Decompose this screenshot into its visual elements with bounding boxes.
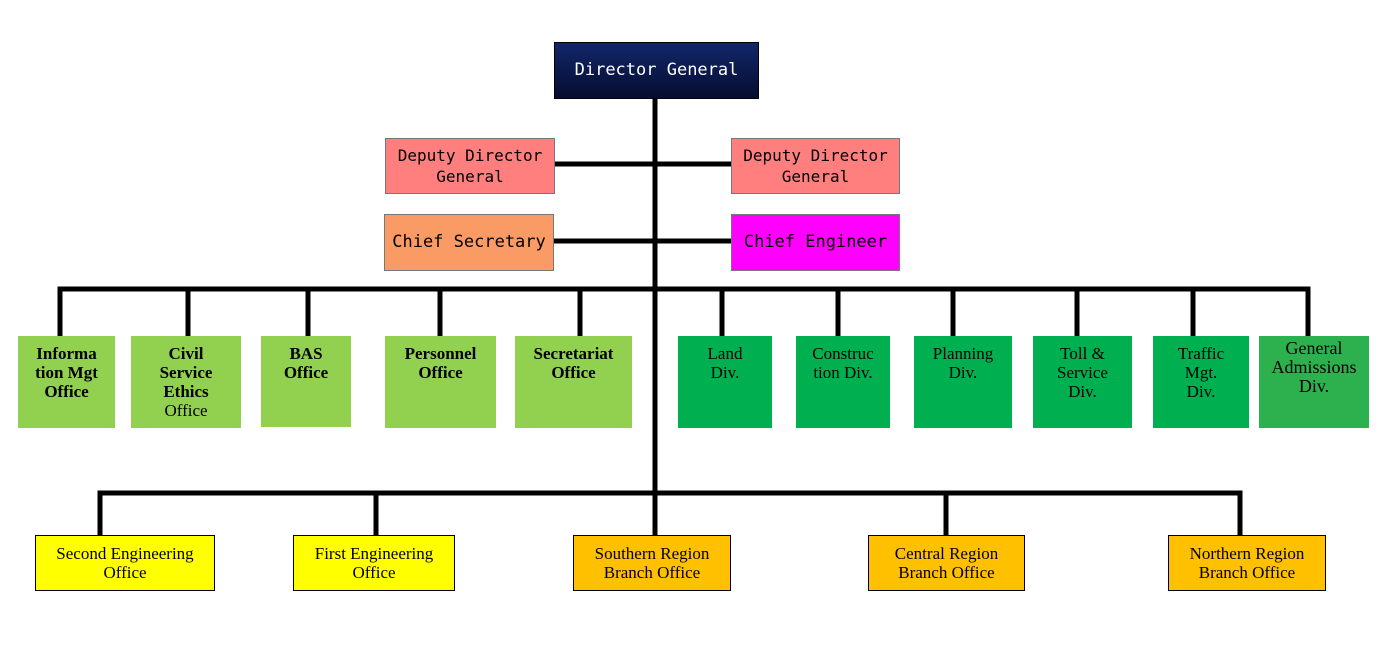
office-line: Civil <box>168 344 204 363</box>
secretariat-office-box: Secretariat Office <box>515 336 632 428</box>
director-general-label: Director General <box>574 60 739 80</box>
branch-line: First Engineering <box>314 544 434 563</box>
office-line: Office <box>418 363 463 382</box>
branch-line: Branch Office <box>1198 563 1296 582</box>
bas-office-box: BAS Office <box>261 336 351 427</box>
land-division-box: Land Div. <box>678 336 772 428</box>
branch-line: Northern Region <box>1189 544 1305 563</box>
division-line: General <box>1285 338 1343 358</box>
office-line: BAS <box>289 344 323 363</box>
traffic-mgt-division-box: Traffic Mgt. Div. <box>1153 336 1249 428</box>
deputy-director-general-right-box: Deputy Director General <box>731 138 900 194</box>
southern-region-branch-office-box: Southern Region Branch Office <box>573 535 731 591</box>
division-line: Mgt. <box>1184 363 1218 382</box>
division-line: tion Div. <box>813 363 873 382</box>
deputy-left-line1: Deputy Director <box>397 146 543 165</box>
office-line: Ethics <box>163 382 209 401</box>
chief-engineer-box: Chief Engineer <box>731 214 900 271</box>
office-line: Secretariat <box>533 344 614 363</box>
division-line: Div. <box>1298 376 1330 396</box>
division-line: Div. <box>948 363 978 382</box>
toll-service-division-box: Toll & Service Div. <box>1033 336 1132 428</box>
deputy-right-line2: General <box>781 167 850 186</box>
office-line: tion Mgt <box>35 363 98 382</box>
branch-line: Second Engineering <box>56 544 194 563</box>
office-line: Service <box>159 363 213 382</box>
office-line: Office <box>164 401 208 420</box>
division-line: Admissions <box>1271 357 1357 377</box>
general-admissions-division-box: General Admissions Div. <box>1259 336 1369 428</box>
central-region-branch-office-box: Central Region Branch Office <box>868 535 1025 591</box>
chief-secretary-label: Chief Secretary <box>392 232 546 252</box>
information-mgt-office-box: Informa tion Mgt Office <box>18 336 115 428</box>
division-line: Toll & <box>1060 344 1105 363</box>
first-engineering-office-box: First Engineering Office <box>293 535 455 591</box>
division-line: Service <box>1057 363 1108 382</box>
branch-line: Southern Region <box>594 544 710 563</box>
division-line: Land <box>707 344 743 363</box>
division-line: Planning <box>932 344 994 363</box>
chief-engineer-label: Chief Engineer <box>743 232 888 252</box>
division-line: Construc <box>812 344 874 363</box>
branch-line: Branch Office <box>603 563 701 582</box>
office-line: Office <box>551 363 596 382</box>
branch-line: Office <box>103 563 147 582</box>
division-line: Div. <box>1186 382 1216 401</box>
office-line: Informa <box>36 344 97 363</box>
planning-division-box: Planning Div. <box>914 336 1012 428</box>
deputy-left-line2: General <box>436 167 504 186</box>
division-line: Div. <box>710 363 740 382</box>
branch-line: Branch Office <box>898 563 995 582</box>
branch-line: Central Region <box>894 544 999 563</box>
division-line: Div. <box>1068 382 1097 401</box>
second-engineering-office-box: Second Engineering Office <box>35 535 215 591</box>
division-line: Traffic <box>1177 344 1225 363</box>
office-line: Office <box>283 363 329 382</box>
chief-secretary-box: Chief Secretary <box>384 214 554 271</box>
northern-region-branch-office-box: Northern Region Branch Office <box>1168 535 1326 591</box>
deputy-director-general-left-box: Deputy Director General <box>385 138 555 194</box>
office-line: Personnel <box>404 344 477 363</box>
personnel-office-box: Personnel Office <box>385 336 496 428</box>
deputy-right-line1: Deputy Director <box>743 146 888 165</box>
office-line: Office <box>44 382 89 401</box>
construction-division-box: Construc tion Div. <box>796 336 890 428</box>
civil-service-ethics-office-box: Civil Service Ethics Office <box>131 336 241 428</box>
director-general-box: Director General <box>554 42 759 99</box>
branch-line: Office <box>352 563 396 582</box>
